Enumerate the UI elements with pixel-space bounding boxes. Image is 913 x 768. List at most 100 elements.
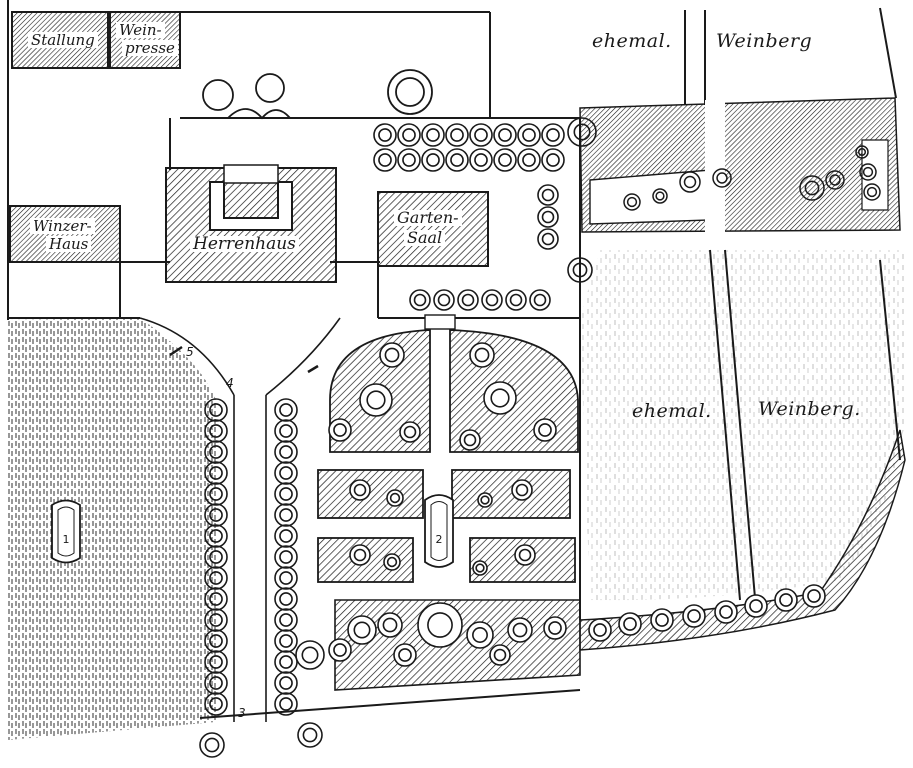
tree-mark-inner (279, 655, 293, 669)
tree-mark (274, 671, 298, 695)
tree-mark-inner (546, 153, 560, 167)
tree-mark (825, 170, 845, 190)
tree-mark-inner (279, 550, 293, 564)
tree-mark (204, 482, 228, 506)
tree-mark (204, 671, 228, 695)
lawn-right (580, 250, 905, 601)
tree-mark-inner (302, 727, 318, 743)
tree-mark-inner (509, 293, 523, 307)
tree-mark (537, 206, 559, 228)
tree-mark (204, 629, 228, 653)
tree-mark-inner (541, 210, 555, 224)
tree-mark-inner (546, 128, 560, 142)
tree-mark-inner (209, 424, 223, 438)
tree-mark-inner (829, 174, 841, 186)
tree-mark-inner (204, 737, 220, 753)
tree-mark-inner (683, 175, 697, 189)
tree-mark-inner (498, 128, 512, 142)
tree-mark (457, 289, 479, 311)
tree-mark-inner (209, 508, 223, 522)
tree-mark (204, 524, 228, 548)
tree-mark (204, 608, 228, 632)
label-weinpresse-1: Wein- (116, 22, 165, 38)
marker-2: 2 (435, 533, 443, 546)
label-gartensaal-1: Garten- (394, 210, 462, 226)
parterre-trees (295, 342, 567, 670)
tree-mark-inner (716, 172, 728, 184)
tree-mark (274, 692, 298, 716)
tree-mark-inner (279, 613, 293, 627)
tree-mark (274, 503, 298, 527)
tree-mark-inner (209, 550, 223, 564)
tree-mark-inner (209, 634, 223, 648)
tree-row-left (199, 398, 228, 758)
tree-mark-inner (538, 423, 552, 437)
tree-mark-inner (209, 445, 223, 459)
tree-mark-inner (463, 433, 477, 447)
tree-mark-inner (413, 293, 427, 307)
tree-mark-inner (749, 599, 763, 613)
tree-mark-inner (480, 495, 490, 505)
tree-mark (274, 440, 298, 464)
tree-mark-inner (209, 487, 223, 501)
lawn-left (8, 318, 216, 740)
tree-mark-inner (279, 529, 293, 543)
tree-mark-inner (398, 648, 412, 662)
tree-mark-inner (655, 191, 665, 201)
tree-mark-inner (518, 548, 532, 562)
tree-mark (481, 289, 503, 311)
tree-mark (274, 587, 298, 611)
vineyard-hedge (579, 97, 901, 234)
tree-mark (541, 123, 565, 147)
tree-mark (204, 587, 228, 611)
courtyard-trees (373, 117, 597, 311)
main-avenue (139, 317, 341, 722)
tree-mark-inner (279, 676, 293, 690)
tree-mark-inner (474, 128, 488, 142)
tree-mark-inner (384, 347, 400, 363)
tree-mark (712, 168, 732, 188)
tree-mark (433, 289, 455, 311)
tree-mark-inner (498, 153, 512, 167)
tree-mark-inner (279, 424, 293, 438)
tree-mark (274, 629, 298, 653)
tree-mark-inner (541, 232, 555, 246)
tree-mark-inner (655, 613, 669, 627)
tree-mark-inner (862, 166, 874, 178)
monument-1 (51, 499, 81, 564)
tree-mark (652, 188, 668, 204)
tree-mark-inner (515, 483, 529, 497)
tree-mark (469, 123, 493, 147)
tree-mark-inner (378, 153, 392, 167)
tree-mark (204, 419, 228, 443)
tree-mark-inner (389, 492, 401, 504)
label-gartensaal-2: Saal (404, 230, 446, 246)
tree-mark (204, 503, 228, 527)
label-winzerhaus-1: Winzer- (30, 218, 95, 234)
label-weinpresse-2: presse (122, 40, 178, 56)
tree-mark (517, 123, 541, 147)
label-herrenhaus: Herrenhaus (190, 236, 299, 253)
marker-3: 3 (238, 706, 246, 720)
tree-mark (517, 148, 541, 172)
tree-mark-inner (474, 153, 488, 167)
tree-mark-inner (779, 593, 793, 607)
upper-garden-trees (202, 69, 433, 120)
tree-mark (469, 148, 493, 172)
label-field-top-1: ehemal. (592, 30, 672, 52)
tree-mark-inner (209, 655, 223, 669)
tree-mark (274, 419, 298, 443)
tree-mark-inner (427, 612, 453, 638)
tree-mark (204, 650, 228, 674)
tree-mark-inner (807, 589, 821, 603)
tree-mark (397, 123, 421, 147)
tree-mark-inner (472, 627, 488, 643)
tree-mark-inner (209, 529, 223, 543)
tree-mark-inner (450, 153, 464, 167)
tree-mark (199, 732, 225, 758)
tree-mark-inner (450, 128, 464, 142)
tree-mark-inner (485, 293, 499, 307)
marker-4: 4 (226, 376, 234, 390)
vineyard-trees (623, 145, 881, 211)
